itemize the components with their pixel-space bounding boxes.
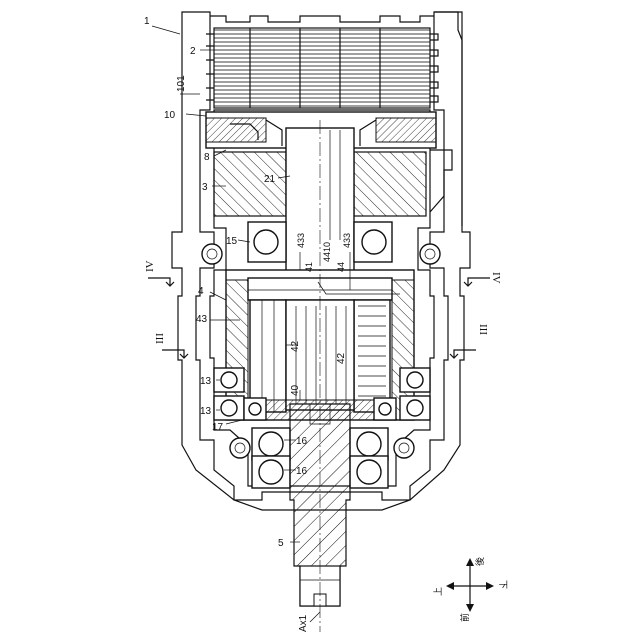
- label-gear-433-b: 433: [342, 233, 352, 248]
- dir-back-label: 後: [474, 557, 485, 566]
- label-ring-43: 43: [196, 314, 208, 325]
- motor-stator: [206, 16, 438, 108]
- direction-legend: 上 下 後 前: [433, 557, 508, 622]
- section-iii-left: III: [154, 333, 166, 344]
- label-ring-4410: 4410: [322, 242, 332, 262]
- dir-front-label: 前: [459, 613, 470, 622]
- label-bearing-13-upper: 13: [200, 376, 212, 387]
- label-shaft-21: 21: [264, 174, 276, 185]
- label-bearing-16-upper: 16: [296, 436, 308, 447]
- label-output-shaft: 5: [278, 538, 284, 549]
- label-reducer-4: 4: [198, 286, 204, 297]
- label-fan: 8: [204, 152, 210, 163]
- section-iv-right: IV: [490, 272, 502, 284]
- label-axis: Ax1: [298, 614, 309, 632]
- dir-up-label: 上: [433, 587, 443, 596]
- label-planet-42-left: 42: [290, 340, 301, 352]
- label-seal-17: 17: [212, 422, 224, 433]
- label-assembly: 1: [144, 16, 150, 27]
- section-iv-left: IV: [144, 260, 156, 272]
- dir-down-label: 下: [498, 580, 508, 589]
- label-carrier-40: 40: [290, 384, 301, 396]
- label-bearing-15: 15: [226, 236, 238, 247]
- label-housing-main: 10: [164, 110, 176, 121]
- label-planet-41: 41: [304, 262, 314, 272]
- label-planet-42-right: 42: [336, 352, 347, 364]
- label-bearing-16-lower: 16: [296, 466, 308, 477]
- label-gear-case: 3: [202, 182, 208, 193]
- label-gear-433-a: 433: [296, 233, 306, 248]
- section-iii-right: III: [477, 324, 489, 335]
- label-motor: 2: [190, 46, 196, 57]
- label-bearing-13-lower: 13: [200, 406, 212, 417]
- label-housing-sub: 101: [176, 75, 187, 92]
- label-carrier-44: 44: [336, 262, 346, 272]
